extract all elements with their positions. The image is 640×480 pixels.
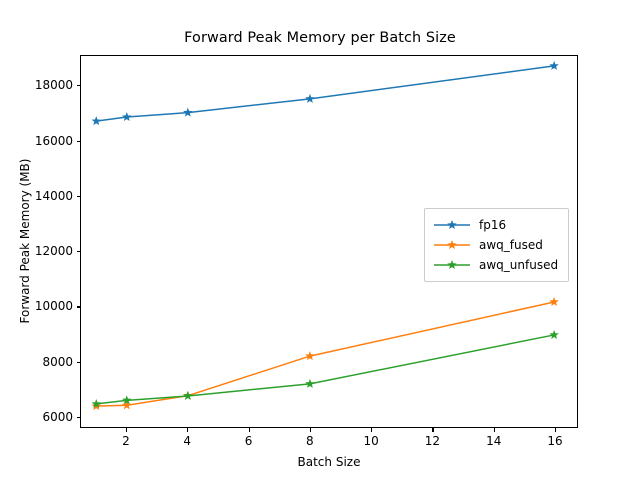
y-tick-label: 12000: [34, 244, 73, 259]
data-point-marker: [183, 390, 193, 400]
legend-label: fp16: [479, 218, 507, 232]
chart-legend[interactable]: fp16 awq_fused awq_unfused: [424, 208, 570, 282]
series-line: [96, 65, 555, 122]
x-tick-label: 6: [244, 434, 253, 448]
legend-item-fp16[interactable]: fp16: [433, 215, 558, 235]
data-point-marker: [305, 378, 315, 388]
x-tick-label: 14: [486, 434, 502, 448]
legend-label: awq_fused: [479, 238, 543, 252]
x-tick-mark: [125, 428, 128, 432]
plot-frame: [80, 55, 578, 428]
data-point-marker: [305, 93, 315, 103]
x-tick-mark: [309, 428, 311, 432]
x-axis-label: Batch Size: [297, 455, 361, 469]
data-point-marker: [305, 351, 315, 361]
data-point-marker: [549, 60, 559, 70]
series-lines: [91, 60, 559, 411]
series-awq_unfused: [91, 329, 559, 408]
x-tick-mark: [432, 428, 434, 432]
x-tick-mark: [555, 428, 557, 432]
y-tick-mark: [76, 195, 80, 197]
data-point-marker: [549, 329, 559, 339]
x-tick-mark: [248, 428, 250, 432]
data-point-marker: [549, 296, 559, 306]
y-tick-mark: [76, 416, 80, 419]
data-point-marker: [91, 398, 101, 408]
data-point-marker: [122, 395, 132, 405]
y-tick-label: 16000: [34, 133, 73, 148]
data-point-marker: [91, 116, 101, 126]
x-tick-label: 10: [363, 434, 379, 448]
x-tick-mark: [187, 428, 189, 432]
data-point-marker: [122, 112, 132, 122]
y-tick-label: 10000: [34, 299, 73, 314]
x-tick-label: 2: [122, 434, 130, 448]
x-tick-label: 12: [424, 434, 441, 448]
y-tick-mark: [76, 85, 80, 87]
x-tick-mark: [371, 428, 373, 432]
plot-area: [81, 56, 577, 427]
legend-swatch-icon: [433, 218, 471, 232]
y-tick-label: 8000: [42, 354, 73, 369]
y-tick-label: 18000: [34, 78, 73, 93]
x-tick-label: 4: [183, 434, 192, 448]
legend-label: awq_unfused: [479, 258, 559, 272]
legend-item-awq_unfused[interactable]: awq_unfused: [433, 255, 558, 275]
series-awq_fused: [91, 296, 559, 411]
chart-title: Forward Peak Memory per Batch Size: [184, 30, 456, 46]
y-tick-label: 6000: [42, 409, 73, 424]
legend-swatch-icon: [433, 258, 471, 272]
x-tick-label: 8: [306, 434, 314, 448]
data-point-marker: [183, 107, 193, 117]
y-tick-mark: [76, 251, 80, 253]
series-line: [96, 334, 555, 405]
legend-swatch-icon: [433, 238, 471, 252]
y-tick-mark: [76, 361, 80, 363]
data-point-marker: [122, 400, 132, 410]
legend-item-awq_fused[interactable]: awq_fused: [433, 235, 558, 255]
x-tick-label: 16: [547, 434, 563, 448]
x-tick-mark: [493, 428, 495, 432]
y-tick-mark: [76, 306, 80, 308]
series-line: [96, 301, 555, 407]
series-fp16: [91, 60, 559, 126]
y-tick-mark: [76, 140, 80, 142]
y-tick-label: 14000: [34, 188, 73, 203]
